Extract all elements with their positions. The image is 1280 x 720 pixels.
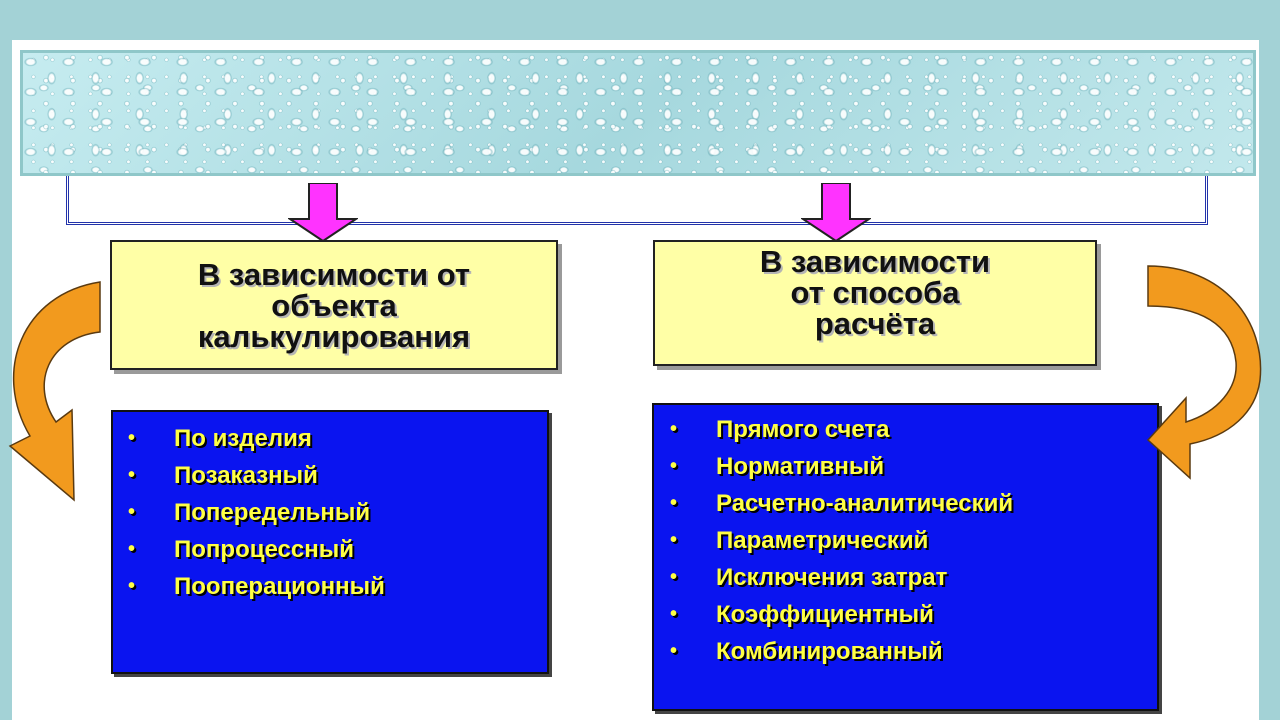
right-method-item: • Комбинированный [670, 638, 1013, 675]
bullet-icon: • [670, 603, 678, 625]
bullet-icon: • [670, 455, 678, 477]
right-method-item: • Нормативный [670, 453, 1013, 490]
bullet-icon: • [670, 492, 678, 514]
banner-frame [66, 170, 1208, 225]
bullet-icon: • [670, 640, 678, 662]
right-category-title: В зависимости от способа расчёта [759, 244, 991, 341]
left-method-label: По изделия [174, 425, 312, 452]
right-category-box: В зависимости от способа расчёта [653, 240, 1097, 366]
left-method-label: Позаказный [174, 462, 318, 489]
left-category-box: В зависимости от объекта калькулирования [110, 240, 558, 370]
left-method-item: • Позаказный [128, 462, 385, 499]
right-method-label: Комбинированный [716, 638, 943, 665]
right-method-item: • Параметрический [670, 527, 1013, 564]
left-method-item: • По изделия [128, 425, 385, 462]
left-method-item: • Пооперационный [128, 573, 385, 610]
left-methods-list: • По изделия • Позаказный • Попередельный • Поп… [128, 425, 385, 610]
bullet-icon: • [128, 501, 136, 523]
right-method-label: Расчетно-аналитический [716, 490, 1014, 517]
bullet-icon: • [128, 464, 136, 486]
right-method-label: Коэффициентный [716, 601, 934, 628]
left-method-label: Попроцессный [174, 536, 354, 563]
bullet-icon: • [670, 566, 678, 588]
right-methods-list: • Прямого счета • Нормативный • Расчетно-анал… [670, 416, 1014, 675]
bullet-icon: • [670, 418, 678, 440]
right-method-label: Параметрический [716, 527, 929, 554]
right-method-item: • Исключения затрат [670, 564, 1013, 601]
bullet-icon: • [128, 538, 136, 560]
right-method-label: Прямого счета [716, 416, 890, 443]
left-method-item: • Попередельный [128, 499, 385, 536]
bullet-icon: • [128, 575, 136, 597]
left-method-label: Пооперационный [174, 573, 385, 600]
right-methods-box: • Прямого счета • Нормативный • Расчетно-анал… [652, 403, 1159, 711]
left-down-arrow [288, 183, 358, 243]
bullet-icon: • [128, 427, 136, 449]
left-category-title: В зависимости от объекта калькулирования [197, 256, 471, 354]
right-curved-arrow [1146, 265, 1262, 480]
left-methods-box: • По изделия • Позаказный • Попередельный • Поп… [111, 410, 549, 674]
left-method-label: Попередельный [174, 499, 371, 526]
right-method-item: • Коэффициентный [670, 601, 1013, 638]
left-curved-arrow [8, 281, 101, 502]
right-method-label: Исключения затрат [716, 564, 948, 591]
right-method-item: • Расчетно-аналитический [670, 490, 1014, 527]
left-method-item: • Попроцессный [128, 536, 385, 573]
right-method-label: Нормативный [716, 453, 885, 480]
right-method-item: • Прямого счета [670, 416, 1013, 453]
right-down-arrow [801, 183, 871, 243]
bullet-icon: • [670, 529, 678, 551]
title-banner [20, 50, 1256, 176]
